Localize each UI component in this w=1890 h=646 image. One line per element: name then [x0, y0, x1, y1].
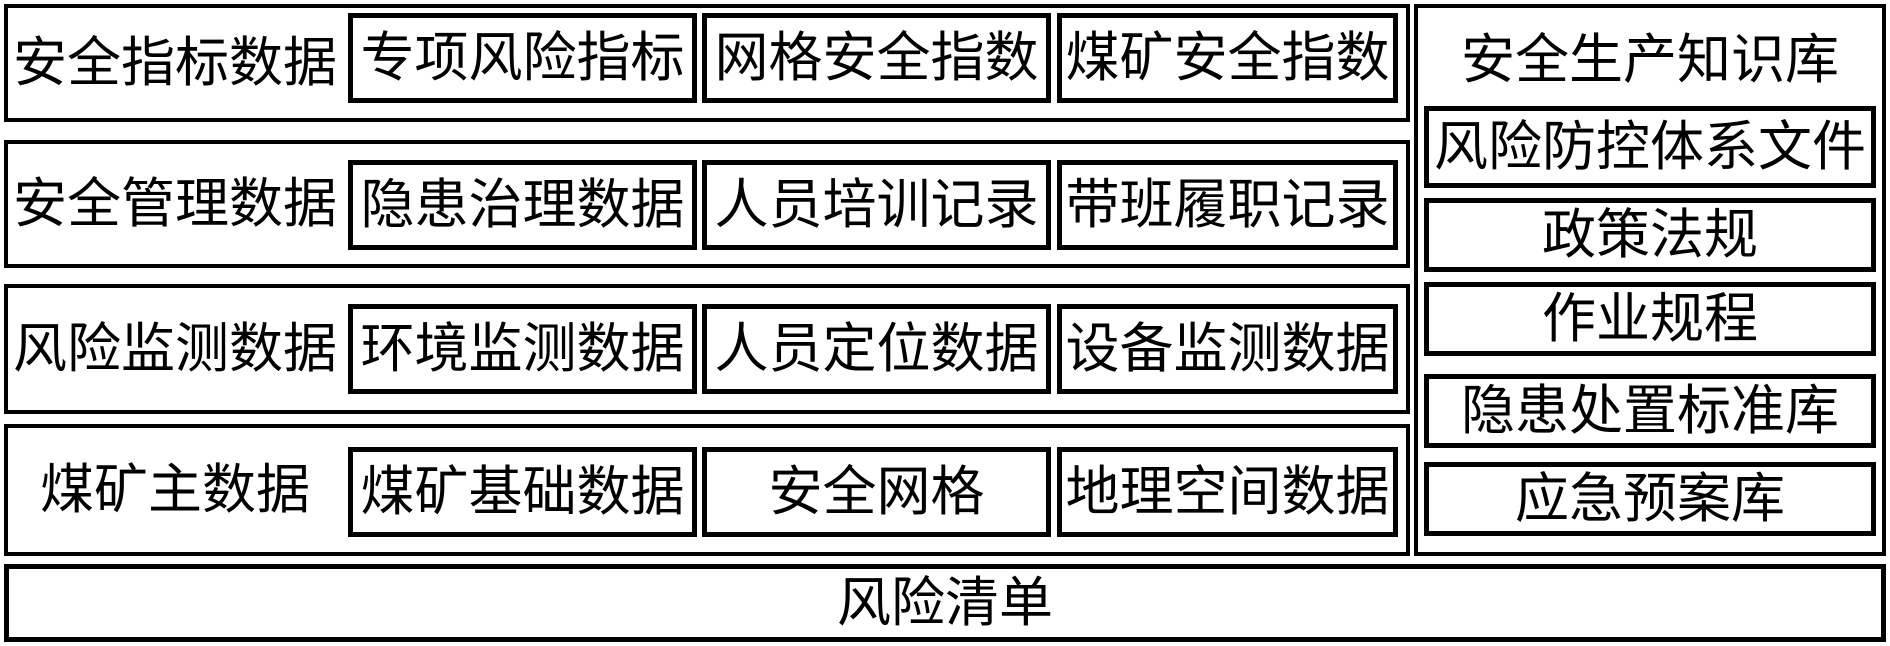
- row-label-coal-mine-master-data: 煤矿主数据: [40, 458, 310, 521]
- knowledge-base-title: 安全生产知识库: [1461, 28, 1839, 91]
- row-label-safety-management-data: 安全管理数据: [13, 172, 337, 235]
- cell-special-risk-indicator: 专项风险指标: [348, 13, 697, 103]
- cell-personnel-training-records: 人员培训记录: [702, 160, 1051, 250]
- kb-item-risk-control-system-files: 风险防控体系文件: [1424, 106, 1876, 188]
- cell-coal-mine-basic-data: 煤矿基础数据: [348, 447, 697, 537]
- kb-item-emergency-plans: 应急预案库: [1424, 462, 1876, 536]
- cell-safety-grid: 安全网格: [702, 447, 1051, 537]
- row-label-risk-monitoring-data: 风险监测数据: [13, 317, 337, 380]
- cell-personnel-positioning-data: 人员定位数据: [702, 304, 1051, 394]
- cell-hazard-governance-data: 隐患治理数据: [348, 160, 697, 250]
- cell-grid-safety-index: 网格安全指数: [702, 13, 1051, 103]
- cell-geospatial-data: 地理空间数据: [1057, 447, 1398, 537]
- risk-list-bar: 风险清单: [4, 564, 1886, 642]
- cell-shift-duty-records: 带班履职记录: [1057, 160, 1398, 250]
- row-label-safety-indicator-data: 安全指标数据: [13, 31, 337, 94]
- cell-environment-monitoring-data: 环境监测数据: [348, 304, 697, 394]
- kb-item-hazard-disposal-standards: 隐患处置标准库: [1424, 374, 1876, 448]
- cell-coal-mine-safety-index: 煤矿安全指数: [1057, 13, 1398, 103]
- cell-equipment-monitoring-data: 设备监测数据: [1057, 304, 1398, 394]
- kb-item-operating-procedures: 作业规程: [1424, 282, 1876, 356]
- kb-item-policies-regulations: 政策法规: [1424, 198, 1876, 272]
